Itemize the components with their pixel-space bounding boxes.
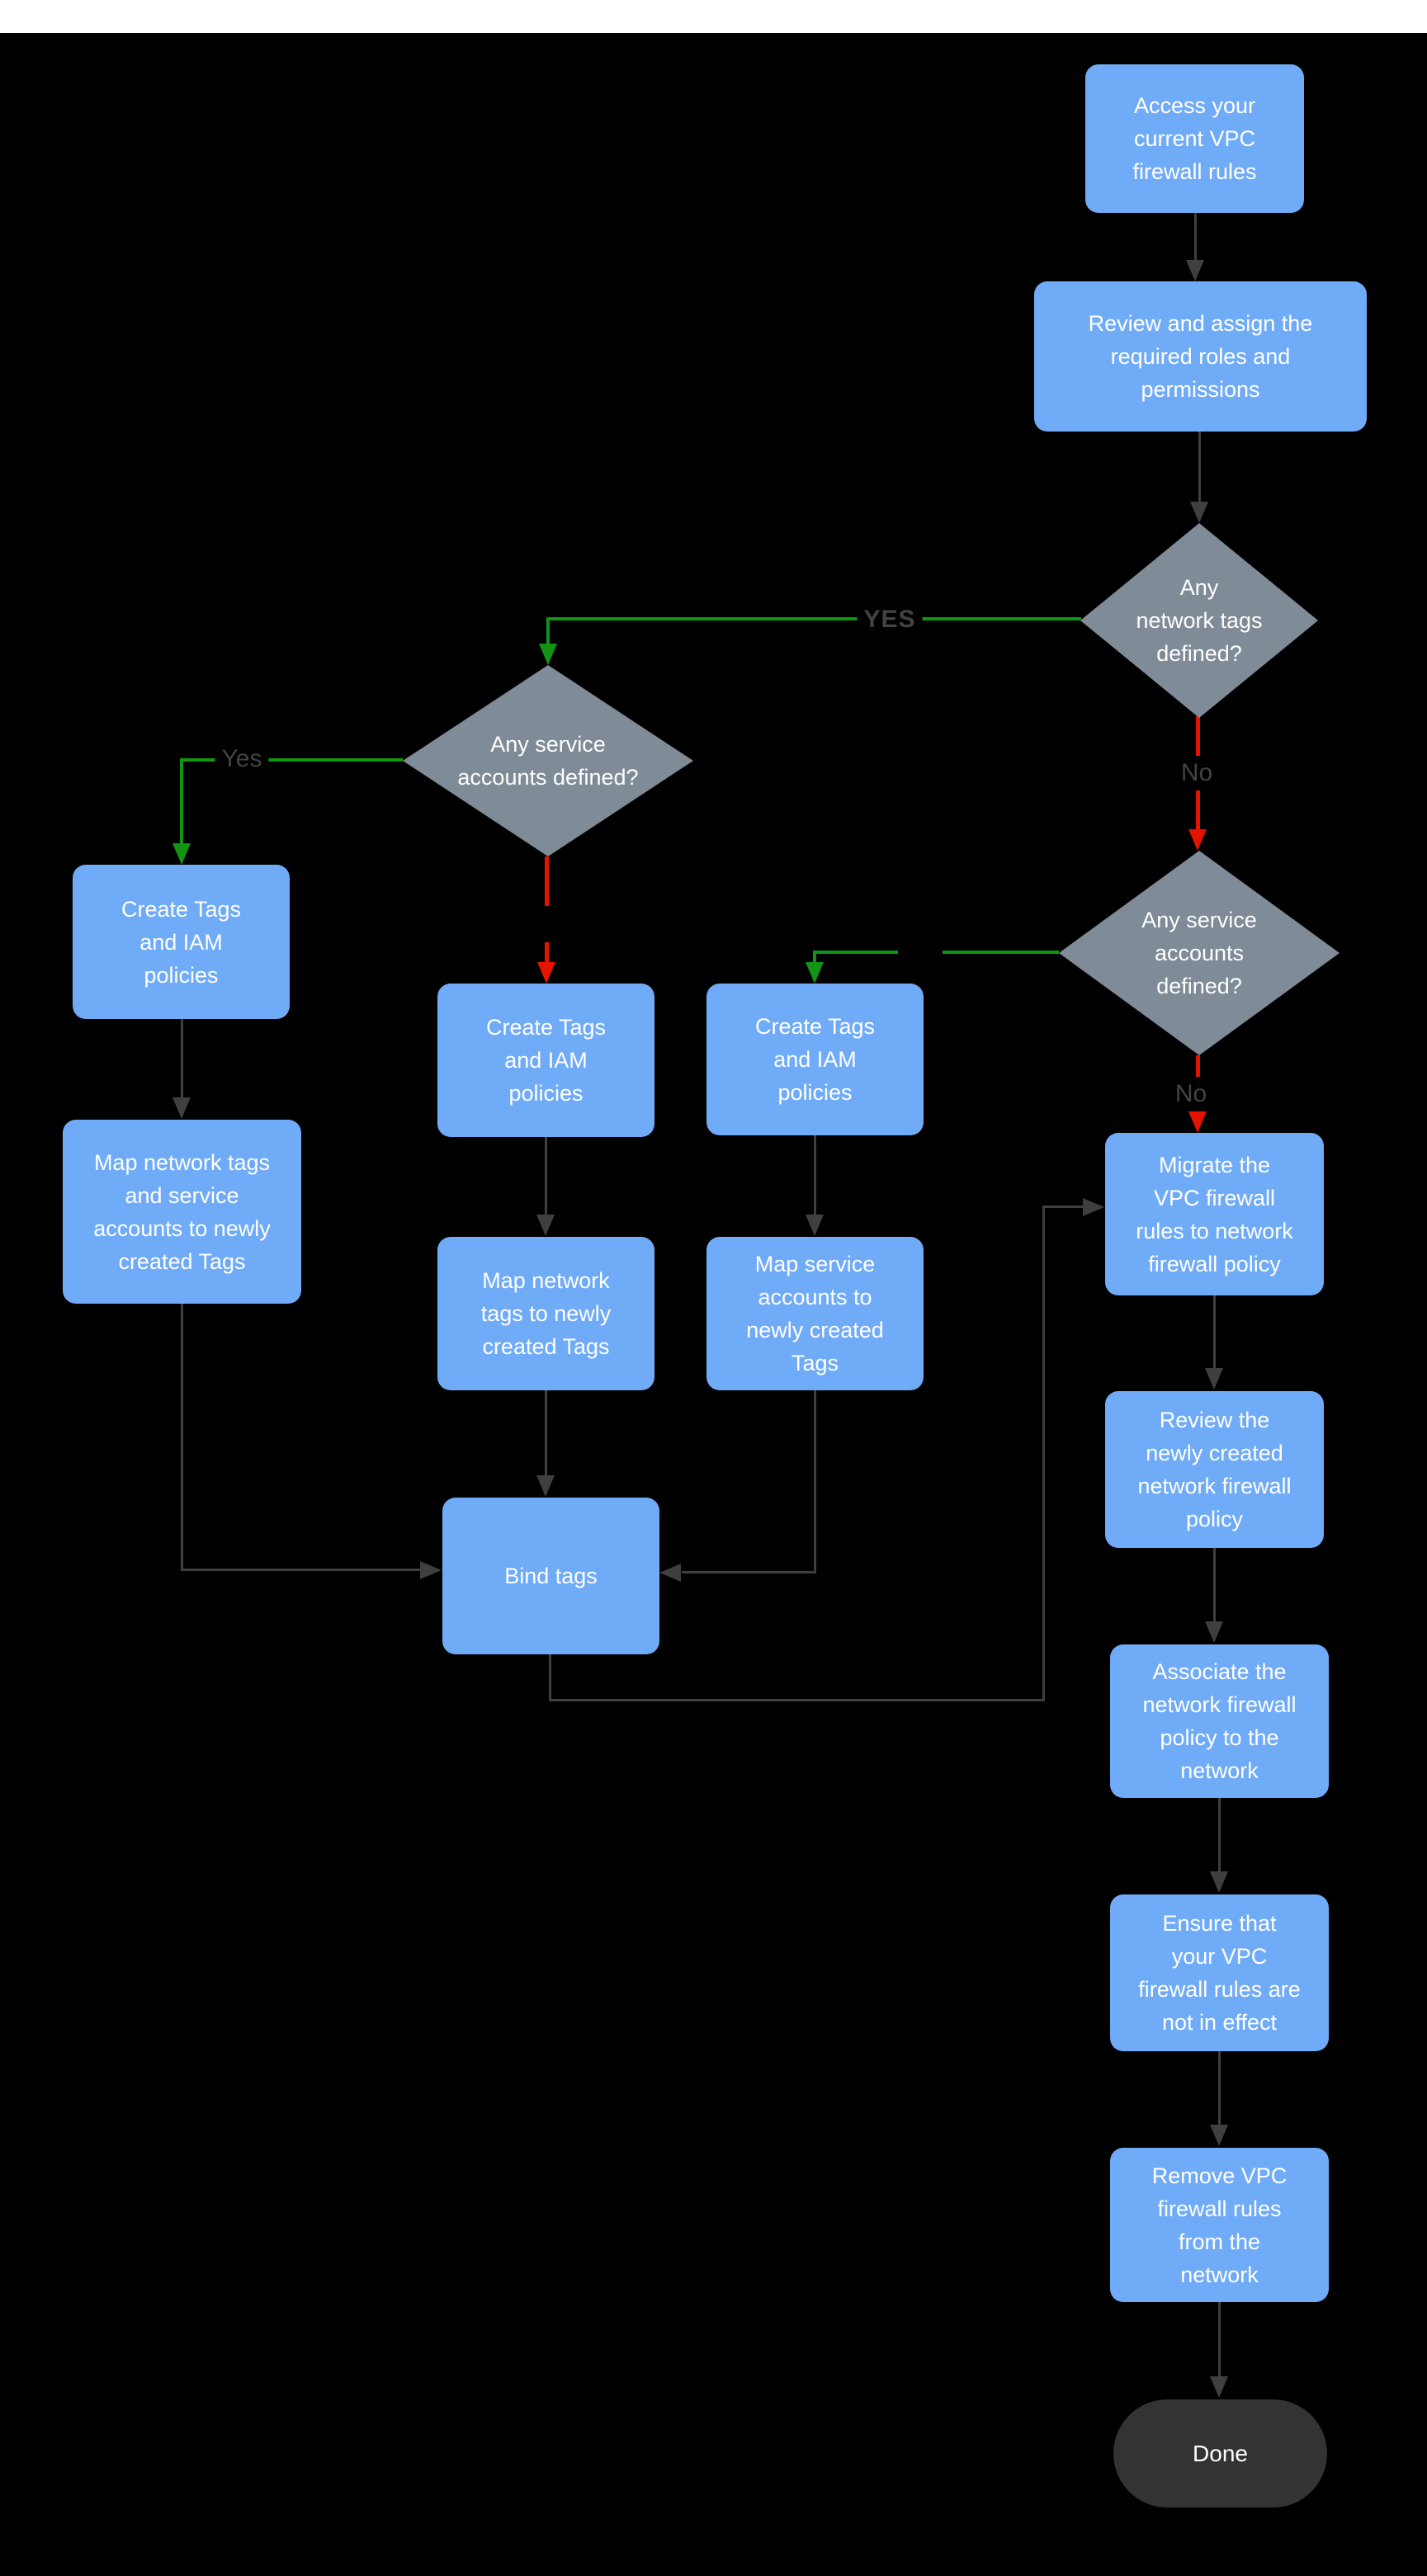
node-map-tags-and-service-accounts: Map network tags and service accounts to… (63, 1120, 301, 1304)
arrowhead-bind-migrate (1083, 1198, 1104, 1216)
arrowhead-yes-right (806, 962, 824, 984)
top-white-bar (0, 0, 1427, 33)
edge-create1-map1 (181, 1019, 183, 1098)
edge-yes-upper-h (546, 617, 1081, 620)
edge-yes-left-h (180, 758, 403, 762)
edge-reviewpolicy-associate (1213, 1548, 1216, 1622)
edge-no-serviceaccounts (1196, 1055, 1200, 1077)
node-remove-vpc-rules: Remove VPC firewall rules from the netwo… (1110, 2148, 1329, 2302)
edge-map3-bind-v (814, 1390, 816, 1573)
edge-create3-map3 (814, 1135, 816, 1216)
arrowhead-ensure-remove (1210, 2125, 1228, 2146)
arrowhead-no-networktags (1188, 829, 1207, 851)
edge-label-yes-left: Yes (215, 742, 269, 776)
arrowhead-migrate-reviewpolicy (1205, 1368, 1223, 1389)
edge-yes-right-v (813, 951, 816, 963)
edge-remove-done (1218, 2302, 1221, 2377)
edge-label-no-networktags: No (1174, 756, 1220, 790)
edge-map2-bind (545, 1390, 547, 1477)
node-map-service-accounts: Map service accounts to newly created Ta… (706, 1237, 924, 1390)
node-map-network-tags: Map network tags to newly created Tags (437, 1237, 654, 1390)
edge-associate-ensure (1218, 1798, 1221, 1872)
edge-review-networktags (1198, 432, 1201, 502)
node-create-tags-iam-right: Create Tags and IAM policies (706, 984, 924, 1135)
node-access-vpc-firewall-rules: Access your current VPC firewall rules (1085, 64, 1304, 213)
edge-bind-migrate-h1 (549, 1699, 1045, 1701)
node-ensure-rules-not-in-effect: Ensure that your VPC firewall rules are … (1110, 1894, 1329, 2051)
edge-map1-bind-v (181, 1304, 183, 1571)
edge-migrate-reviewpolicy (1213, 1295, 1216, 1370)
decision-network-tags-defined: Any network tags defined? (1080, 523, 1318, 718)
arrowhead-review-networktags (1190, 502, 1208, 523)
arrowhead-no-serviceaccounts (1188, 1111, 1207, 1133)
node-review-network-firewall-policy: Review the newly created network firewal… (1105, 1391, 1324, 1548)
arrowhead-create3-map3 (806, 1215, 824, 1236)
edge-access-review (1194, 213, 1197, 262)
node-bind-tags: Bind tags (442, 1498, 659, 1654)
arrowhead-yes-left (172, 843, 191, 865)
arrowhead-access-review (1186, 260, 1204, 281)
arrowhead-no-mid (537, 962, 555, 984)
arrowhead-map2-bind (536, 1475, 555, 1497)
node-review-roles-permissions: Review and assign the required roles and… (1034, 281, 1367, 432)
node-done-terminal: Done (1113, 2399, 1327, 2508)
edge-label-yes-upper: YES (857, 602, 923, 637)
edge-bind-migrate-v2 (1042, 1205, 1045, 1701)
edge-map1-bind-h (181, 1569, 420, 1571)
edge-label-no-serviceaccounts: No (1168, 1077, 1214, 1111)
decision-service-accounts-defined-left: Any service accounts defined? (403, 665, 693, 856)
arrowhead-associate-ensure (1210, 1871, 1228, 1893)
edge-gap-patch (898, 946, 943, 959)
arrowhead-map3-bind (659, 1564, 681, 1582)
edge-create2-map2 (545, 1137, 547, 1216)
edge-ensure-remove (1218, 2051, 1221, 2125)
edge-yes-left-v (180, 758, 183, 844)
edge-bind-migrate-h2 (1042, 1205, 1084, 1208)
arrowhead-yes-upper (539, 644, 557, 665)
node-associate-policy-to-network: Associate the network firewall policy to… (1110, 1644, 1329, 1798)
arrowhead-reviewpolicy-associate (1205, 1621, 1223, 1643)
edge-yes-upper-v (546, 617, 550, 645)
decision-service-accounts-defined-right: Any service accounts defined? (1059, 851, 1340, 1055)
node-create-tags-iam-mid: Create Tags and IAM policies (437, 984, 654, 1137)
arrowhead-create1-map1 (172, 1097, 191, 1119)
arrowhead-create2-map2 (536, 1215, 555, 1236)
arrowhead-remove-done (1210, 2376, 1228, 2398)
edge-map3-bind-h (682, 1571, 816, 1573)
node-migrate-vpc-rules: Migrate the VPC firewall rules to networ… (1105, 1133, 1324, 1295)
edge-gap-patch (538, 906, 556, 942)
node-create-tags-iam-left: Create Tags and IAM policies (73, 865, 290, 1019)
arrowhead-map1-bind (420, 1561, 442, 1579)
edge-bind-migrate-v1 (549, 1654, 551, 1701)
